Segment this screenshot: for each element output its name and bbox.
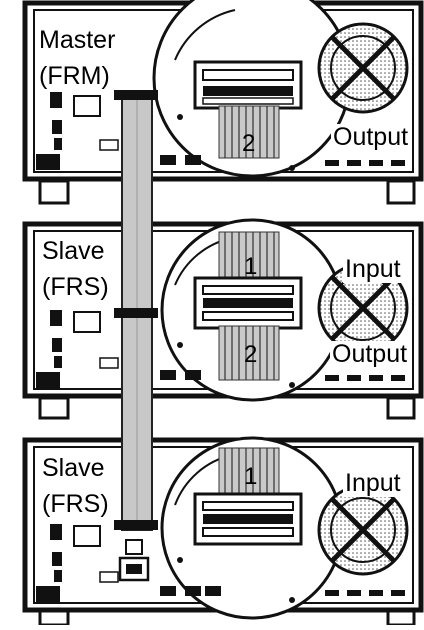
unit2-ribbon-number-top: 1 (244, 254, 257, 280)
fan-icon (319, 24, 407, 112)
unit1-port-label: Output (331, 124, 410, 151)
unit2-code-label: (FRS) (40, 274, 111, 301)
unit2-port-label-top: Input (343, 256, 403, 283)
fan-icon (319, 486, 407, 574)
unit3-code-label: (FRS) (40, 491, 111, 518)
unit3-role-label: Slave (40, 455, 107, 482)
unit1-ribbon-number: 2 (242, 131, 255, 157)
unit1-code-label: (FRM) (37, 63, 112, 90)
unit2-role-label: Slave (40, 238, 107, 265)
unit3-ribbon-number: 1 (244, 464, 257, 490)
unit2-ribbon-number-bottom: 2 (244, 342, 257, 368)
unit3-port-label: Input (343, 470, 403, 497)
unit1-role-label: Master (37, 27, 117, 54)
unit2-port-label-bottom: Output (330, 341, 409, 368)
